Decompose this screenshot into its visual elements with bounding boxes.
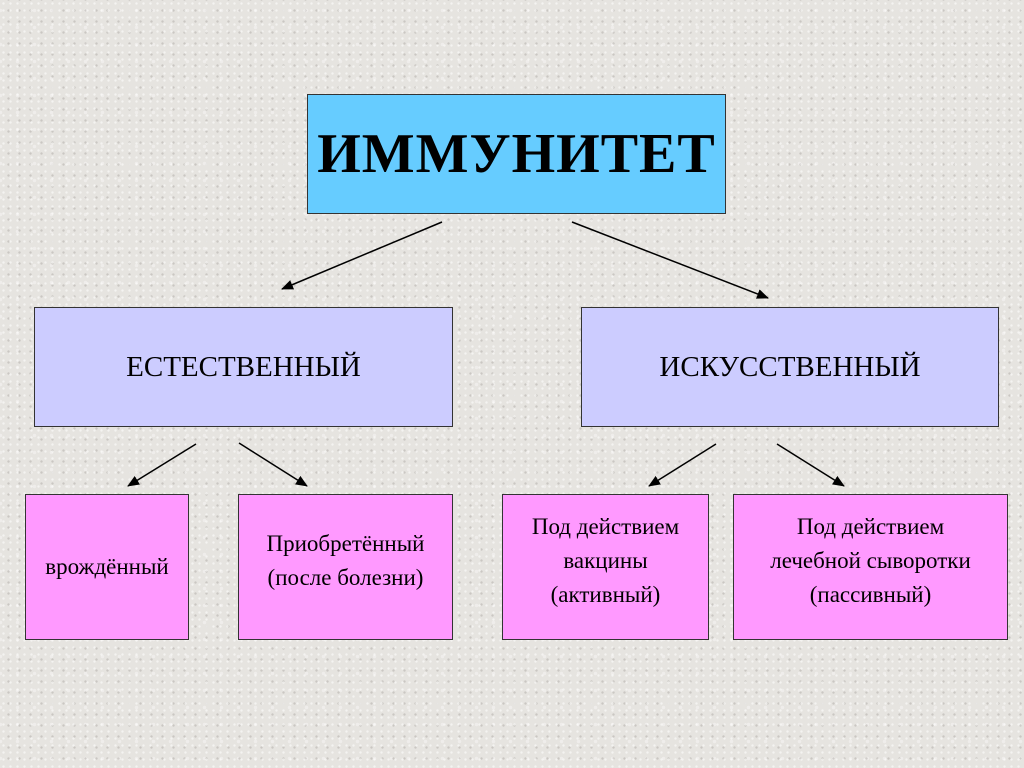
vaccine-node-label: Под действием вакцины (активный) — [531, 514, 680, 607]
root-node-label: ИММУНИТЕТ — [317, 123, 716, 185]
natural-node-box: ЕСТЕСТВЕННЫЙ — [34, 307, 453, 427]
acquired-node-label: Приобретённый (после болезни) — [266, 531, 425, 590]
artificial-node-label: ИСКУССТВЕННЫЙ — [659, 350, 921, 383]
vaccine-node-box: Под действием вакцины (активный) — [502, 494, 709, 640]
root-node-box: ИММУНИТЕТ — [307, 94, 726, 214]
natural-node-label: ЕСТЕСТВЕННЫЙ — [126, 350, 361, 383]
serum-node-box: Под действием лечебной сыворотки (пассив… — [733, 494, 1008, 640]
arrow-artificial-to-vaccine — [648, 443, 717, 487]
arrow-natural-to-innate — [127, 443, 197, 487]
arrow-artificial-to-serum — [776, 443, 845, 487]
artificial-node-box: ИСКУССТВЕННЫЙ — [581, 307, 999, 427]
arrow-natural-to-acquired — [238, 442, 308, 487]
serum-node-label: Под действием лечебной сыворотки (пассив… — [770, 514, 971, 607]
innate-node-box: врождённый — [25, 494, 189, 640]
acquired-node-box: Приобретённый (после болезни) — [238, 494, 453, 640]
innate-node-label: врождённый — [45, 554, 169, 579]
arrow-root-to-artificial — [571, 221, 769, 299]
arrow-root-to-natural — [281, 221, 443, 290]
